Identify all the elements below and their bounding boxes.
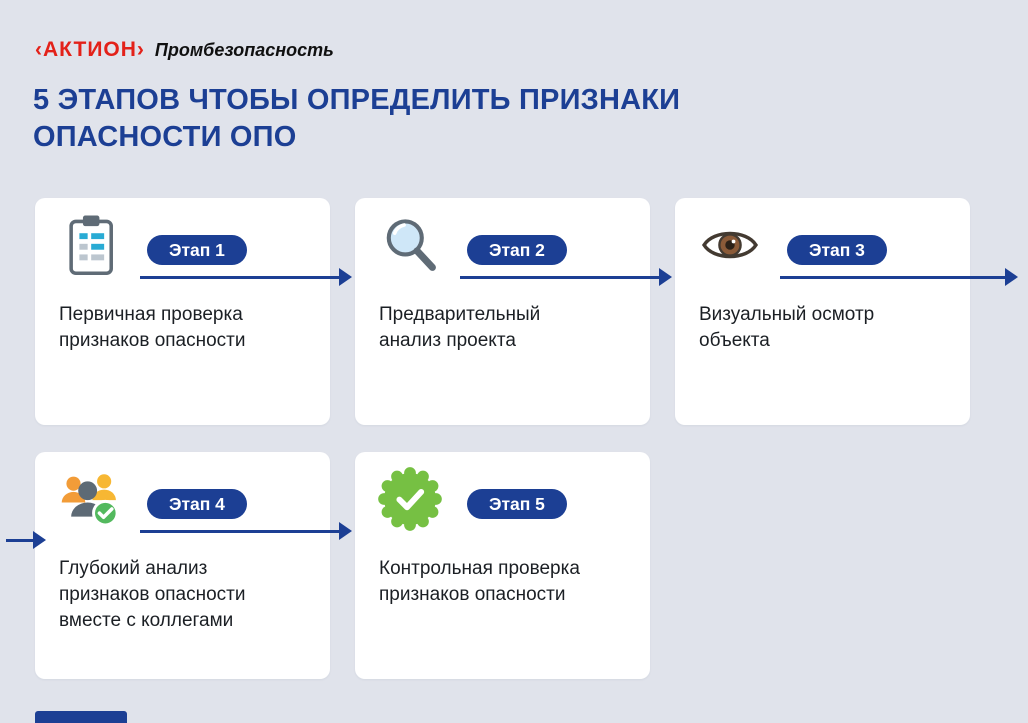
flow-arrow-4-to-5 (140, 522, 352, 540)
flow-arrow-2-to-3 (460, 268, 672, 286)
team-check-icon (57, 466, 123, 532)
stage-badge-5: Этап 5 (467, 489, 567, 519)
stage-description-4: Глубокий анализ признаков опасности вмес… (59, 558, 246, 632)
stage-badge-3: Этап 3 (787, 235, 887, 265)
stage-description-3: Визуальный осмотр объекта (699, 304, 875, 352)
brand: ‹АКТИОН› Промбезопасность (35, 38, 334, 62)
stage-badge-4: Этап 4 (147, 489, 247, 519)
footer-accent-bar (35, 711, 127, 723)
aktion-logo: ‹АКТИОН› (35, 38, 145, 61)
stage-description-1: Первичная проверка признаков опасности (59, 304, 246, 352)
stage-card-1: Этап 1 Первичная проверка признаков опас… (35, 198, 330, 425)
seal-check-icon (377, 466, 443, 532)
stage-badge-1: Этап 1 (147, 235, 247, 265)
stage-card-2: Этап 2 Предварительный анализ проекта (355, 198, 650, 425)
stage-card-4: Этап 4 Глубокий анализ признаков опаснос… (35, 452, 330, 679)
stage-card-3: Этап 3 Визуальный осмотр объекта (675, 198, 970, 425)
flow-arrow-3-exit (780, 268, 1018, 286)
magnifier-icon (377, 212, 443, 278)
flow-arrow-enter-4 (6, 531, 46, 549)
stage-card-5: Этап 5 Контрольная проверка признаков оп… (355, 452, 650, 679)
page-title: 5 этапов чтобы определить признаки опасн… (33, 84, 681, 154)
stage-badge-2: Этап 2 (467, 235, 567, 265)
brand-suffix-label: Промбезопасность (154, 39, 334, 60)
clipboard-icon (57, 212, 123, 278)
flow-arrow-1-to-2 (140, 268, 352, 286)
stage-description-5: Контрольная проверка признаков опасности (379, 558, 580, 606)
stage-description-2: Предварительный анализ проекта (379, 304, 541, 352)
eye-icon (697, 212, 763, 278)
